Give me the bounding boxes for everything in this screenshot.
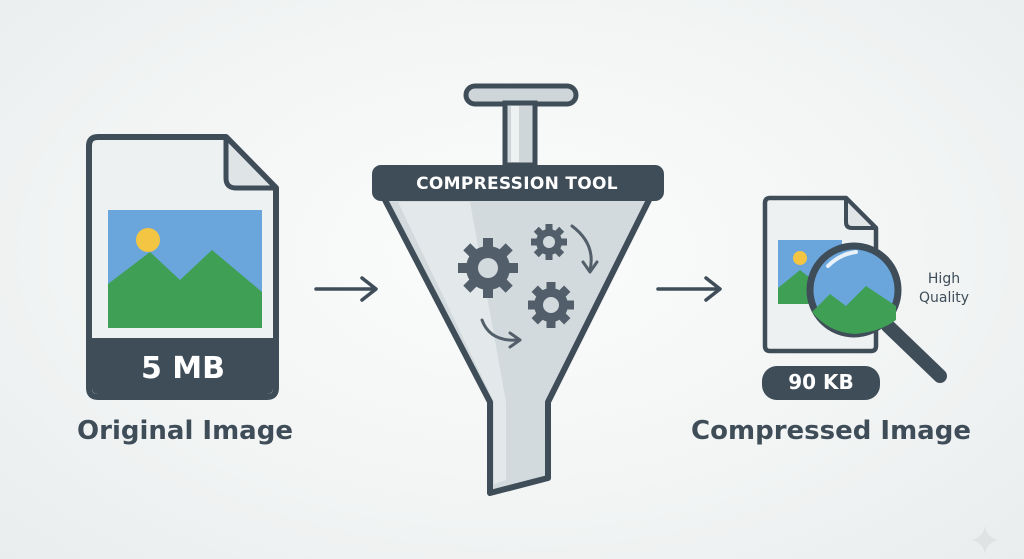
size-badge xyxy=(762,366,880,400)
funnel-icon xyxy=(372,83,664,496)
original-size-label: 5 MB xyxy=(140,351,226,386)
original-image-caption: Original Image xyxy=(77,416,293,446)
magnifying-glass-icon xyxy=(806,242,947,383)
process-arrows-icon xyxy=(480,224,599,349)
compressed-size-label: 90 KB xyxy=(788,370,854,394)
gears-icon xyxy=(458,224,574,328)
original-picture-icon xyxy=(108,210,262,328)
sparkle-icon xyxy=(971,526,999,554)
quality-line-2: Quality xyxy=(918,290,970,306)
original-image-file-icon xyxy=(86,134,279,400)
compressed-image-caption: Compressed Image xyxy=(691,416,971,446)
arrow-right-icon xyxy=(656,276,722,302)
arrow-right-icon xyxy=(314,276,378,302)
quality-line-1: High xyxy=(927,271,961,287)
compression-tool-label: COMPRESSION TOOL xyxy=(416,174,618,194)
quality-label: High Quality xyxy=(912,270,976,308)
